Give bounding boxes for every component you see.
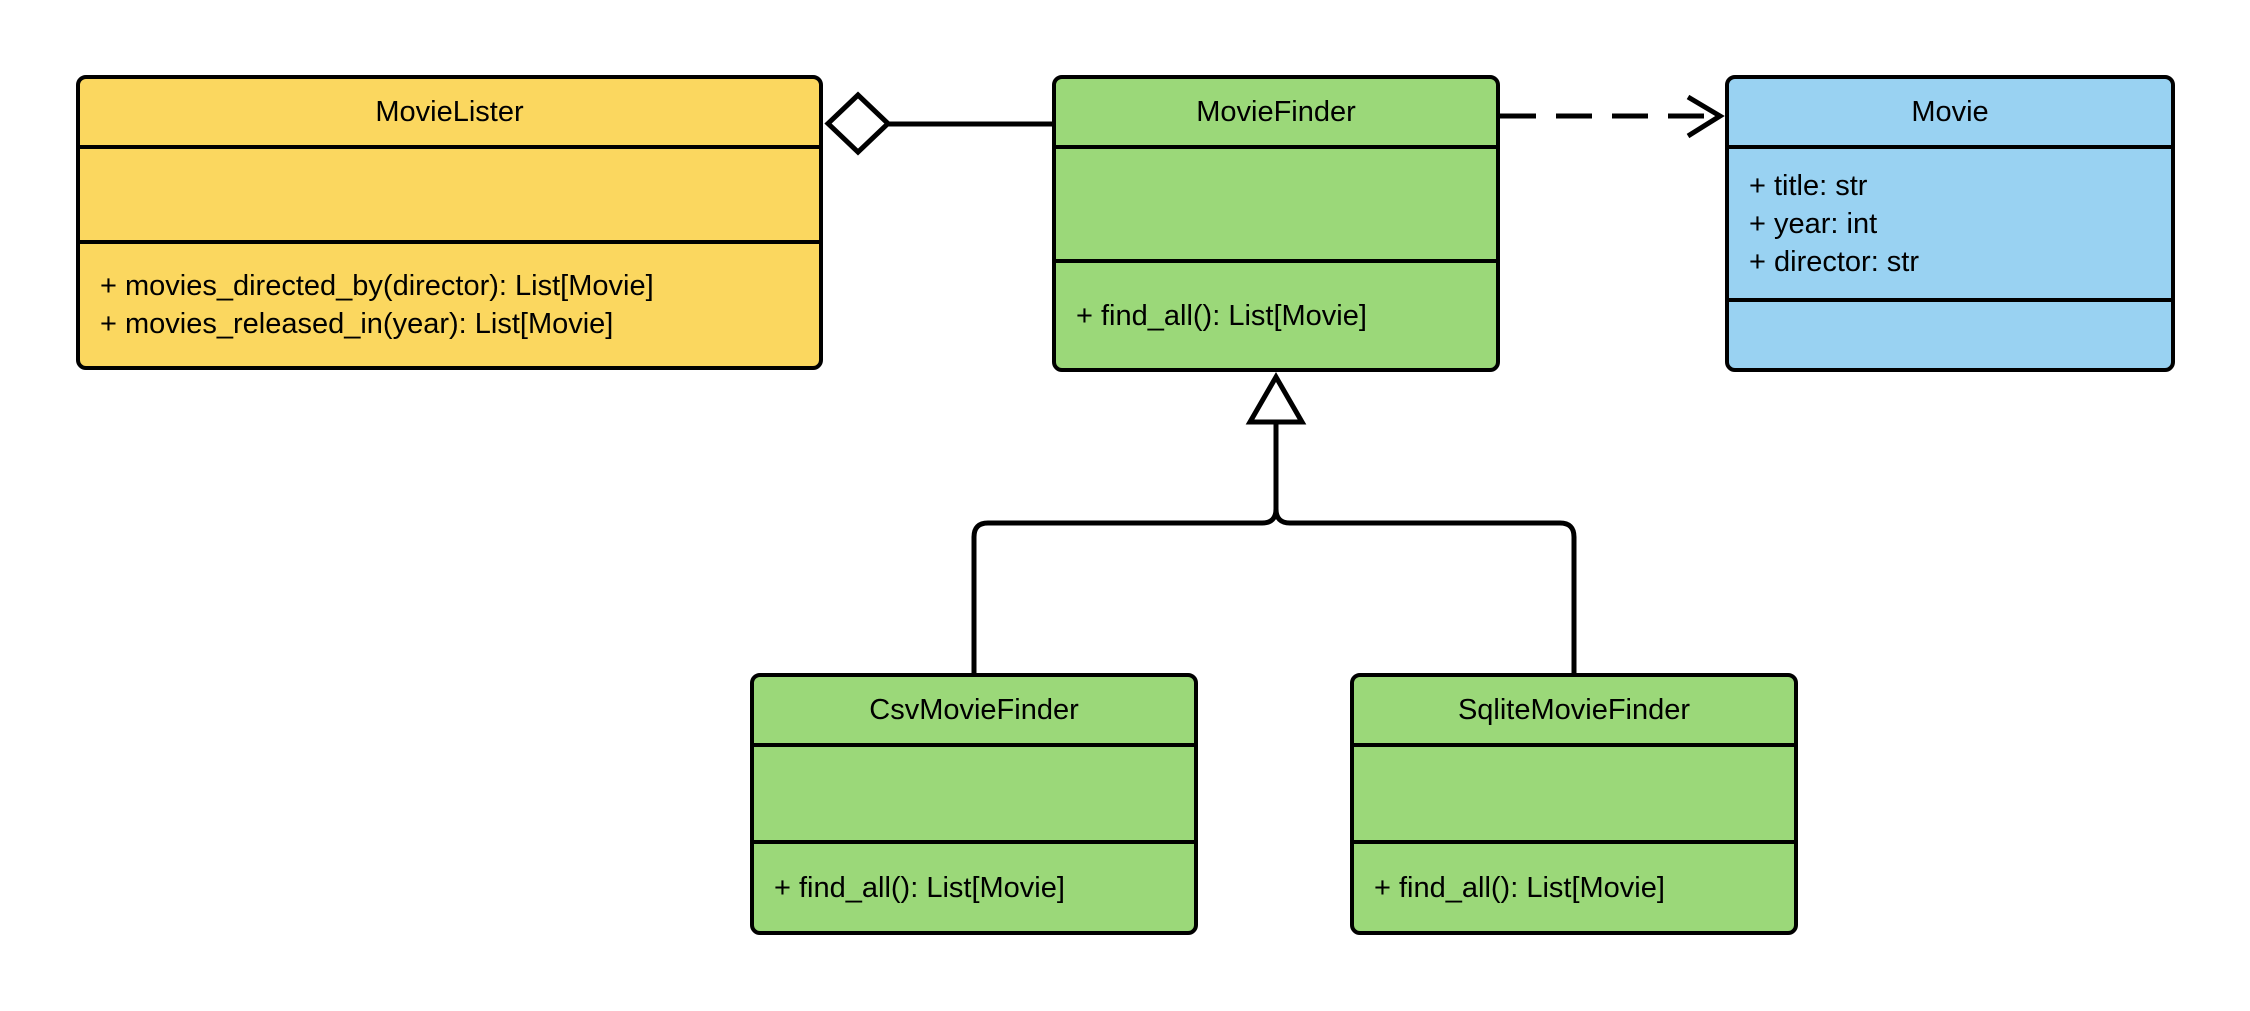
class-title: Movie xyxy=(1911,96,1989,128)
class-title: SqliteMovieFinder xyxy=(1457,694,1691,726)
aggregation-diamond-icon xyxy=(824,91,892,156)
class-methods: + find_all(): List[Movie] xyxy=(1354,840,1794,931)
class-box-csvmoviefinder[interactable]: CsvMovieFinder + find_all(): List[Movie] xyxy=(750,673,1198,935)
class-methods: + movies_directed_by(director): List[Mov… xyxy=(80,240,819,366)
method-label: + movies_released_in(year): List[Movie] xyxy=(100,308,614,340)
generalization-branch-sqlite xyxy=(1273,508,1577,673)
generalization-branch-csv xyxy=(971,422,1279,673)
open-arrowhead-icon xyxy=(1686,94,1725,139)
class-methods: + find_all(): List[Movie] xyxy=(754,840,1194,931)
class-box-sqlitemoviefinder[interactable]: SqliteMovieFinder + find_all(): List[Mov… xyxy=(1350,673,1798,935)
class-title: MovieFinder xyxy=(1196,96,1356,128)
class-attributes-empty xyxy=(1056,145,1496,259)
method-label: + find_all(): List[Movie] xyxy=(1374,871,1665,904)
class-attributes-empty xyxy=(1354,743,1794,840)
class-attributes-empty xyxy=(754,743,1194,840)
class-methods-empty xyxy=(1729,298,2171,368)
hollow-triangle-icon xyxy=(1245,372,1307,425)
aggregation-edge-movielister-moviefinder[interactable] xyxy=(824,91,1052,156)
method-label: + find_all(): List[Movie] xyxy=(1076,299,1367,332)
class-title: MovieLister xyxy=(375,96,524,128)
class-box-movielister[interactable]: MovieLister + movies_directed_by(directo… xyxy=(76,75,823,370)
attribute-label: + title: str xyxy=(1749,169,1868,202)
class-attributes: + title: str + year: int + director: str xyxy=(1729,145,2171,298)
generalization-edges[interactable] xyxy=(971,372,1577,673)
class-box-movie[interactable]: Movie + title: str + year: int + directo… xyxy=(1725,75,2175,372)
method-label: + movies_directed_by(director): List[Mov… xyxy=(100,270,654,302)
class-attributes-empty xyxy=(80,145,819,240)
method-label: + find_all(): List[Movie] xyxy=(774,871,1065,904)
attribute-label: + year: int xyxy=(1749,207,1878,240)
class-box-moviefinder[interactable]: MovieFinder + find_all(): List[Movie] xyxy=(1052,75,1500,372)
class-title: CsvMovieFinder xyxy=(869,694,1079,726)
class-methods: + find_all(): List[Movie] xyxy=(1056,259,1496,368)
dependency-edge-moviefinder-movie[interactable] xyxy=(1500,94,1725,139)
attribute-label: + director: str xyxy=(1749,245,1920,278)
